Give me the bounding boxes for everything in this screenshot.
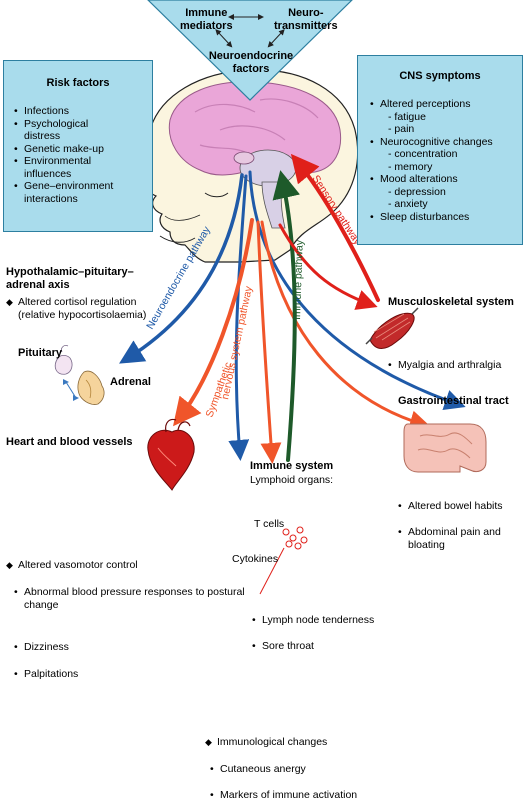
cytokines-label: Cytokines — [232, 553, 278, 566]
risk-factors-list: Infections Psychological distress Geneti… — [14, 105, 148, 205]
list-subitem: - depression — [370, 186, 493, 199]
list-item: Mood alterations — [370, 173, 493, 186]
heart-item: Palpitations — [14, 668, 527, 681]
hpa-item-sub: (relative hypocortisolaemia) — [18, 309, 146, 322]
list-subitem: - memory — [370, 161, 493, 174]
list-subitem: - concentration — [370, 148, 493, 161]
adrenal-label: Adrenal — [110, 376, 151, 389]
cns-symptoms-box: CNS symptoms Altered perceptions - fatig… — [357, 55, 523, 245]
list-subitem: - pain — [370, 123, 493, 136]
immune-change-item: Markers of immune activation — [210, 789, 527, 801]
list-item: Altered perceptions — [370, 98, 493, 111]
list-item: Psychological distress — [14, 118, 119, 143]
hpa-feedback-arrow — [66, 382, 76, 398]
list-item: Environmental influences — [14, 155, 119, 180]
list-item: Infections — [14, 105, 148, 118]
gi-item: Abdominal pain and bloating — [398, 526, 518, 551]
list-item: Genetic make-up — [14, 143, 148, 156]
list-subitem: - fatigue — [370, 111, 493, 124]
immune-mediators-label: Immune mediators — [180, 7, 233, 33]
immune-change-item: Cutaneous anergy — [210, 763, 527, 776]
risk-factors-box: Risk factors Infections Psychological di… — [3, 60, 153, 232]
head-illustration — [138, 70, 358, 262]
musculoskeletal-title: Musculoskeletal system — [388, 296, 514, 309]
heart-icon — [148, 420, 194, 491]
pituitary-label: Pituitary — [18, 347, 62, 360]
intestine-icon — [404, 424, 486, 472]
gastrointestinal-title: Gastrointestinal tract — [398, 395, 509, 408]
adrenal-icon — [78, 371, 104, 404]
list-item: Gene–environment interactions — [14, 180, 134, 205]
neuroendocrine-factors-label: Neuroendocrine factors — [196, 50, 306, 76]
muscle-icon — [366, 308, 418, 349]
hpa-title: Hypothalamic–pituitary–adrenal axis — [6, 266, 156, 292]
hypothalamus-icon — [234, 152, 254, 164]
t-cells-icon — [283, 527, 307, 549]
immune-diamond-item: Immunological changes — [205, 736, 527, 749]
immune-item: Lymph node tenderness — [252, 614, 527, 627]
immune-system-title: Immune system — [250, 460, 333, 473]
heart-item: Abnormal blood pressure responses to pos… — [14, 586, 246, 611]
neurotransmitters-label: Neuro- transmitters — [274, 7, 338, 33]
musculoskeletal-item: Myalgia and arthralgia — [388, 359, 527, 372]
list-item: Sleep disturbances — [370, 211, 493, 224]
t-cells-label: T cells — [254, 518, 284, 531]
cns-symptoms-title: CNS symptoms — [358, 70, 522, 82]
risk-factors-title: Risk factors — [4, 77, 152, 89]
list-item: Neurocognitive changes — [370, 136, 493, 149]
list-subitem: - anxiety — [370, 198, 493, 211]
cns-symptoms-list: Altered perceptions - fatigue - pain Neu… — [370, 98, 493, 223]
gi-item: Altered bowel habits — [398, 500, 527, 513]
immune-item: Sore throat — [252, 640, 527, 653]
heart-title: Heart and blood vessels — [6, 436, 133, 449]
immune-system-subtitle: Lymphoid organs: — [250, 474, 333, 487]
